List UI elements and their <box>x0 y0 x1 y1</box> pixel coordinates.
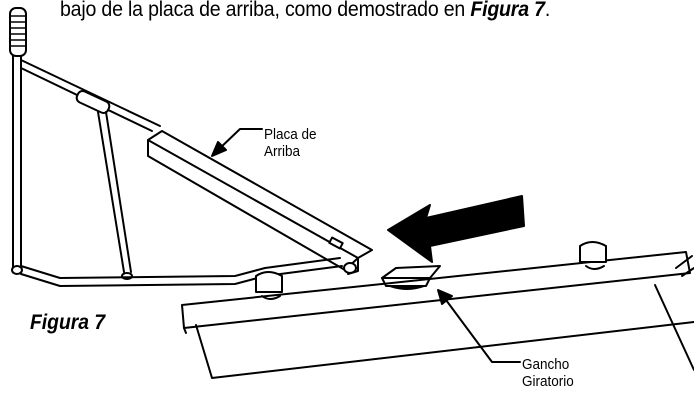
upper-bar <box>20 59 161 132</box>
top-plate-label: Placa de Arriba <box>264 126 317 160</box>
lower-rod <box>20 257 343 287</box>
instruction-text-prefix: bajo de la placa de arriba, como demostr… <box>60 0 471 21</box>
top-plate <box>147 130 373 275</box>
swivel-hook-label-line2: Giratorio <box>522 373 574 390</box>
top-plate-label-line1: Placa de <box>264 126 317 143</box>
rail-foot-right <box>579 241 607 270</box>
base-rail <box>181 251 694 379</box>
swivel-hook-callout-arrow <box>437 289 521 363</box>
swivel-hook-label: Gancho Giratorio <box>522 356 574 390</box>
instruction-text: bajo de la placa de arriba, como demostr… <box>60 0 650 22</box>
direction-arrow <box>387 195 525 263</box>
figure-caption: Figura 7 <box>30 311 106 334</box>
brace-bar <box>97 111 133 280</box>
figure-reference: Figura 7 <box>470 0 545 21</box>
frame-post <box>9 7 27 275</box>
top-plate-callout-arrow <box>211 128 263 157</box>
swivel-hook <box>381 265 441 290</box>
instruction-text-suffix: . <box>544 0 551 21</box>
rail-foot-left <box>255 271 283 300</box>
top-plate-label-line2: Arriba <box>264 143 301 160</box>
swivel-hook-label-line1: Gancho <box>522 356 570 373</box>
